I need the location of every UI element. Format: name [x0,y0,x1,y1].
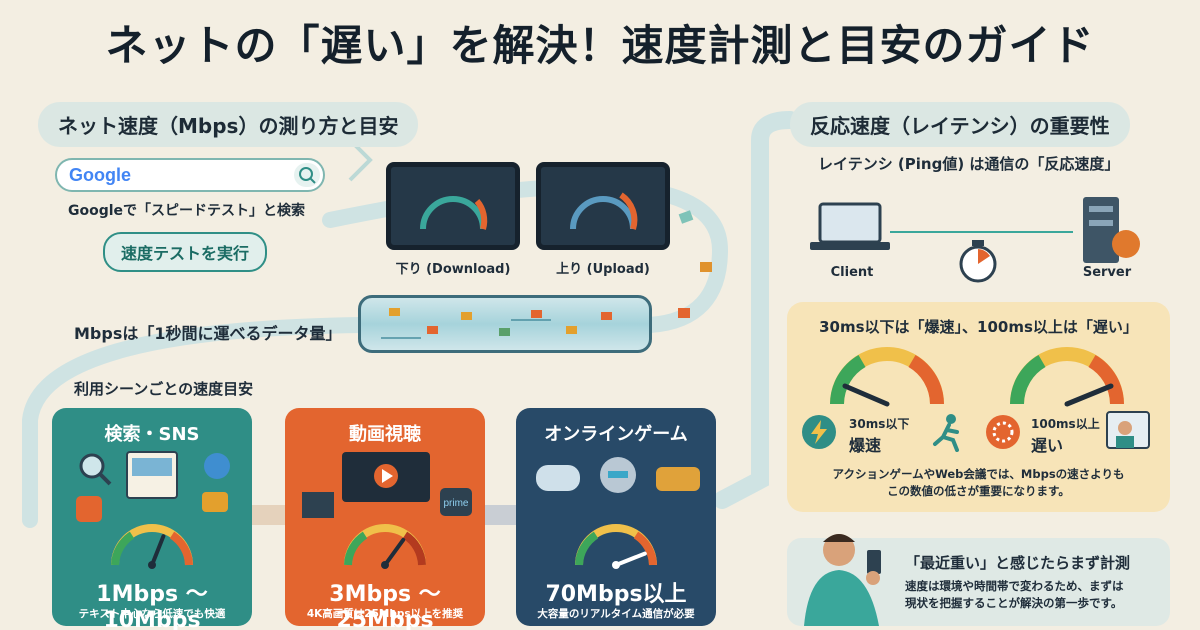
speed-section-heading: ネット速度（Mbps）の測り方と目安 [38,102,419,147]
search-icon[interactable] [294,163,320,187]
advice-line-2: 現状を把握することが解決の第一歩です。 [905,596,1123,610]
slow-word: 遅い [1031,436,1064,455]
latency-definition: レイテンシ (Ping値) は通信の「反応速度」 [818,155,1120,173]
card-search-sns: 検索・SNS 1Mbps 〜 10Mbps テキスト中心なら低速でも快適 [52,408,252,630]
svg-text:prime: prime [443,498,468,509]
search-app-icon [76,496,102,522]
card-online-game: オンラインゲーム 70Mbps以上 大容量のリアルタイム通信が必要 [516,408,716,626]
stadium-icon [656,467,700,491]
card-title: 検索・SNS [104,424,200,445]
data-tube [358,295,652,353]
person-with-phone-icon [804,534,881,626]
gauge-icon [575,524,657,569]
card-title: 動画視聴 [349,424,421,445]
page-title: ネットの「遅い」を解決！速度計測と目安のガイド [105,21,1095,70]
game-icons [536,457,700,493]
fast-gauge-icon [830,347,944,407]
card-title: オンラインゲーム [544,424,688,445]
packet-flow-icon [381,308,612,339]
frustrated-user-icon [1106,411,1150,449]
advice-title: 「最近重い」と感じたらまず計測 [905,554,1131,572]
client-label: Client [830,265,874,280]
card-speed: 3Mbps 〜 25Mbps [329,582,441,630]
latency-threshold-box: 30ms以下は「爆速」、100ms以上は「遅い」 30ms以下 爆速 100ms… [787,302,1170,512]
magnifier-icon [79,453,105,479]
latency-diagram [810,197,1140,283]
card-note: テキスト中心なら低速でも快適 [78,608,226,620]
server-icon [1083,197,1119,263]
advice-line-1: 速度は環境や時間帯で変わるため、まずは [905,579,1124,593]
advice-box: 「最近重い」と感じたらまず計測 速度は環境や時間帯で変わるため、まずは 現状を把… [787,534,1170,626]
controller-icon [536,465,580,491]
download-gauge-icon [420,196,488,230]
upload-gauge-screen [536,162,670,250]
google-logo: Google [69,165,131,185]
mbps-definition: Mbpsは「1秒間に運べるデータ量」 [74,324,342,343]
download-gauge-screen [386,162,520,250]
sns-icons [76,451,230,522]
prime-icon [440,488,472,516]
loading-icon [986,415,1020,449]
slow-gauge-icon [1010,347,1124,407]
fast-value: 30ms以下 [849,417,910,431]
data-packets [678,210,712,318]
gauge-icon [111,524,193,569]
search-caption: Googleで「スピードテスト」と検索 [68,203,306,219]
search-input[interactable]: Google [55,158,325,192]
scenes-heading: 利用シーンごとの速度目安 [74,380,254,398]
card-video: 動画視聴 prime 3Mbps 〜 25Mbps 4K高画質は25Mbps以上… [285,408,485,630]
twitter-icon [204,453,230,479]
upload-gauge-icon [570,192,638,230]
laptop-icon [818,202,882,244]
card-speed: 1Mbps 〜 10Mbps [96,582,208,630]
lightning-icon [802,415,836,449]
video-icons: prime [302,452,472,518]
advice-text: 速度は環境や時間帯で変わるため、まずは 現状を把握することが解決の第一歩です。 [905,578,1124,612]
gauge-icon [344,524,426,569]
runner-icon [933,414,959,452]
card-note: 4K高画質は25Mbps以上を推奨 [306,608,464,620]
download-label: 下り (Download) [395,262,511,277]
slow-value: 100ms以上 [1031,417,1100,431]
threshold-note-line-1: アクションゲームやWeb会議では、Mbpsの速さよりも [832,467,1125,481]
card-speed: 70Mbps以上 [545,582,687,607]
threshold-title: 30ms以下は「爆速」、100ms以上は「遅い」 [819,318,1138,336]
server-label: Server [1082,265,1132,280]
chat-icon [202,492,228,512]
latency-section-heading: 反応速度（レイテンシ）の重要性 [790,102,1130,147]
threshold-note-line-2: この数値の低さが重要になります。 [887,484,1070,498]
threshold-note: アクションゲームやWeb会議では、Mbpsの速さよりも この数値の低さが重要にな… [787,466,1170,500]
run-speed-test-button[interactable]: 速度テストを実行 [103,232,268,272]
clapper-icon [302,492,334,518]
card-note: 大容量のリアルタイム通信が必要 [537,608,695,620]
upload-label: 上り (Upload) [556,262,650,277]
fast-word: 爆速 [849,436,882,455]
